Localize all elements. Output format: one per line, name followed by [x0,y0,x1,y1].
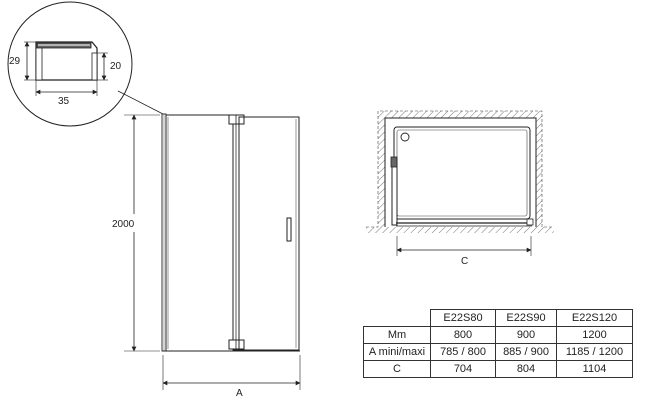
door-elevation [161,113,300,352]
header-model-3: E22S120 [556,309,633,327]
row-label: A mini/maxi [363,343,431,361]
hinge-bottom [228,339,245,350]
plan-view [366,110,554,233]
spec-table: E22S80 E22S90 E22S120 Mm 800 900 1200 A … [363,309,633,378]
door-handle [286,217,292,242]
plan-panel [391,158,398,226]
detail-leader-line [117,90,164,115]
table-cell: 1200 [556,326,633,344]
table-cell: 800 [430,326,496,344]
table-cell: 1185 / 1200 [556,343,633,361]
table-row: Mm 800 900 1200 [363,326,633,344]
profile-width-label: 35 [58,96,70,107]
width-a-label: A [236,388,243,399]
row-label: Mm [363,326,431,344]
profile-height-inner-label: 20 [110,61,122,72]
profile-section [35,41,98,81]
width-c-label: C [461,256,468,267]
header-model-2: E22S90 [495,309,557,327]
width-a-dimension: A [162,355,301,399]
profile-detail: 29 20 35 [7,1,133,127]
height-label: 2000 [112,219,135,230]
table-header-row: E22S80 E22S90 E22S120 [363,309,633,327]
shower-tray [393,126,531,220]
width-c-dimension: C [396,236,532,267]
table-cell: 804 [495,360,557,378]
table-cell: 785 / 800 [430,343,496,361]
hinge-top [228,114,245,125]
table-cell: 704 [430,360,496,378]
header-model-1: E22S80 [430,309,496,327]
table-row: C 704 804 1104 [363,360,633,378]
height-dimension: 2000 [112,114,160,352]
table-cell: 900 [495,326,557,344]
profile-height-outer-label: 29 [9,56,21,67]
row-label: C [363,360,431,378]
table-row: A mini/maxi 785 / 800 885 / 900 1185 / 1… [363,343,633,361]
drain [400,132,410,142]
table-corner [363,309,431,327]
table-cell: 885 / 900 [495,343,557,361]
table-cell: 1104 [556,360,633,378]
